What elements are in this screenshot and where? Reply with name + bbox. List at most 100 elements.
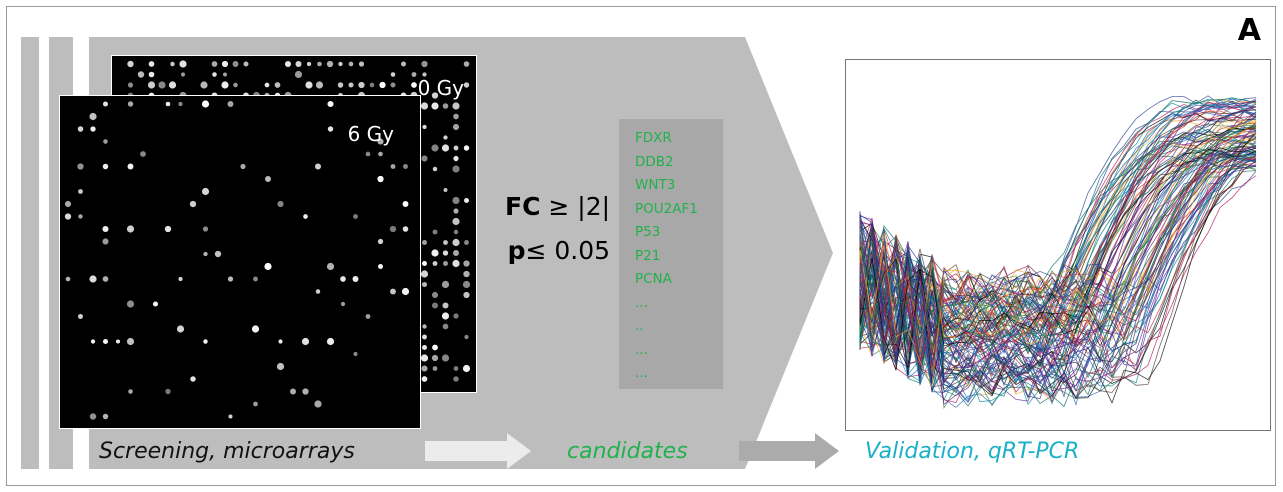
array-spot <box>227 276 234 282</box>
array-spot <box>422 324 427 329</box>
array-spot <box>452 165 460 173</box>
array-spot <box>348 61 354 67</box>
array-spot <box>390 72 396 77</box>
array-spot <box>326 60 334 68</box>
array-spot <box>290 388 296 395</box>
array-spot <box>348 82 354 88</box>
array-spot <box>102 225 109 233</box>
amplification-curve <box>859 145 1257 399</box>
array-spot <box>158 81 166 89</box>
array-spot <box>453 250 459 256</box>
array-spot <box>180 72 186 77</box>
array-spot <box>422 261 427 266</box>
array-spot <box>148 71 155 78</box>
array-spot <box>402 201 409 207</box>
array-spot <box>421 376 428 382</box>
array-spot <box>284 60 292 68</box>
gene-item: PCNA <box>635 271 672 287</box>
array-spot <box>358 61 365 67</box>
fold-change-criterion: FC ≥ |2| <box>505 192 611 221</box>
array-spot <box>443 261 448 266</box>
array-spot <box>148 61 155 67</box>
array-spot <box>295 60 302 68</box>
array-spot <box>421 239 428 246</box>
array-spot <box>64 213 72 220</box>
array-spot <box>463 61 470 67</box>
arrow-2 <box>739 433 839 469</box>
array-spot <box>89 112 97 121</box>
array-spot <box>452 238 460 247</box>
array-spot <box>377 138 384 145</box>
panel-letter: A <box>1237 13 1261 48</box>
array-spot <box>464 240 469 245</box>
array-spot <box>340 276 346 282</box>
array-spot <box>422 345 427 350</box>
array-spot <box>126 225 135 233</box>
array-spot <box>176 325 185 333</box>
array-spot <box>127 101 134 107</box>
array-spot <box>102 338 109 345</box>
array-spot <box>189 200 197 208</box>
array-spot <box>89 275 97 283</box>
array-spot <box>201 187 210 196</box>
array-spot <box>265 176 271 182</box>
gene-item: ... <box>635 294 648 311</box>
array-spot <box>340 301 346 307</box>
array-spot <box>443 135 448 140</box>
gene-item: FDXR <box>635 130 672 146</box>
array-spot <box>165 388 171 395</box>
array-spot <box>442 302 449 309</box>
array-spot <box>463 291 470 299</box>
caption-validation: Validation, qRT-PCR <box>865 439 1080 464</box>
caption-candidates: candidates <box>567 439 688 464</box>
array-spot <box>452 123 460 131</box>
array-spot <box>126 300 135 308</box>
array-spot <box>377 175 384 183</box>
array-spot <box>251 325 260 333</box>
amplification-curve <box>859 109 1257 362</box>
array-spot <box>390 288 396 295</box>
array-spot <box>314 163 322 170</box>
array-spot <box>264 262 272 271</box>
array-spot <box>102 276 109 282</box>
array-spot <box>442 250 449 256</box>
array-spot <box>389 225 397 233</box>
array-spot <box>432 344 438 351</box>
array-spot <box>453 155 459 162</box>
array-spot <box>379 81 386 89</box>
amplification-curve <box>859 146 1257 385</box>
array-spot <box>221 60 229 68</box>
array-spot <box>202 226 209 232</box>
array-spot <box>178 276 183 282</box>
array-spot <box>77 126 84 132</box>
figure-frame: A 0 Gy 6 Gy FC ≥ |2| p≤ 0.05 FDXR DDB2 W… <box>6 6 1276 486</box>
array-spot <box>422 124 427 130</box>
array-spot <box>453 376 459 382</box>
array-spot <box>264 82 270 88</box>
array-spot <box>400 61 407 67</box>
array-spot <box>431 302 439 309</box>
array-spot <box>203 339 208 344</box>
array-spot <box>422 334 427 340</box>
array-spot <box>78 189 83 194</box>
array-spot <box>420 102 429 110</box>
array-spot <box>441 280 450 289</box>
array-spot <box>301 337 310 346</box>
array-spot <box>443 187 448 193</box>
dose-label-0gy: 0 Gy <box>417 76 464 100</box>
amplification-curve <box>859 99 1257 382</box>
array-spot <box>232 61 239 67</box>
array-spot <box>140 151 146 157</box>
amplification-curve <box>859 117 1257 364</box>
p-value-criterion: p≤ 0.05 <box>507 236 611 265</box>
gene-item: P21 <box>635 247 661 264</box>
arrow-1 <box>425 433 531 469</box>
array-spot <box>212 72 217 77</box>
array-spot <box>214 250 222 258</box>
array-spot <box>432 229 438 235</box>
array-spot <box>365 151 371 157</box>
array-spot <box>369 82 375 88</box>
array-spot <box>228 414 233 419</box>
gene-list: FDXR DDB2 WNT3 POU2AF1 P53 P21 PCNA ... … <box>635 127 698 386</box>
array-spot <box>152 301 159 307</box>
